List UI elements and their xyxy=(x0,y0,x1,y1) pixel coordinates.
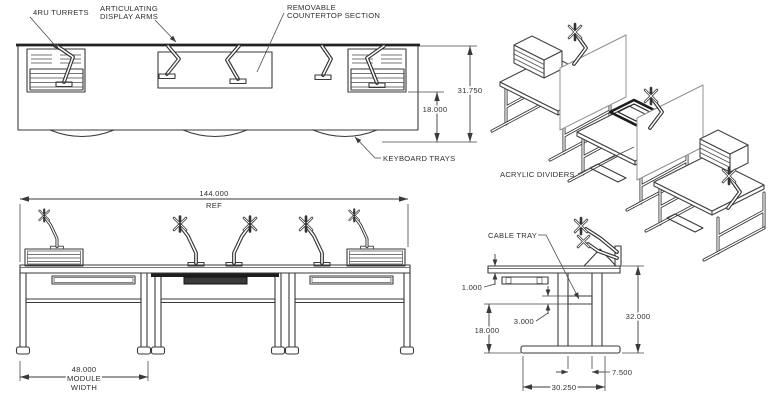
turret-front-right xyxy=(346,248,406,267)
dim-side-column: 7.500 xyxy=(612,368,632,377)
side-view: CABLE TRAY 1.000 3.000 18.000 32.000 xyxy=(462,216,652,394)
label-removable: REMOVABLE xyxy=(287,3,336,12)
dimension-overall-width: 144.000 REF xyxy=(19,187,409,262)
plan-view: 31.750 18.000 4RU TURRETS ARTICULATING D… xyxy=(16,3,484,163)
stretcher-rails xyxy=(25,298,405,304)
display-arm-plan xyxy=(55,44,75,88)
dim-front-module-width: 48.000 xyxy=(72,365,97,374)
display-arm-plan xyxy=(314,44,333,81)
cable-tray-side xyxy=(567,295,593,305)
dimension-clearance-height: 18.000 xyxy=(473,304,521,354)
dim-plan-overall-depth: 31.750 xyxy=(458,86,483,95)
removable-section-outline xyxy=(157,51,273,89)
desktop-front xyxy=(19,264,411,274)
label-countertop-section: COUNTERTOP SECTION xyxy=(287,11,380,20)
label-acrylic-dividers: ACRYLIC DIVIDERS xyxy=(500,170,575,179)
dim-front-ref: REF xyxy=(206,201,222,210)
dim-front-width-word: WIDTH xyxy=(71,383,97,392)
dim-side-tray-depth: 3.000 xyxy=(514,317,534,326)
callout-removable-countertop: REMOVABLE COUNTERTOP SECTION xyxy=(256,3,380,73)
label-4ru-turrets: 4RU TURRETS xyxy=(33,8,89,17)
dimension-surface-offset: 1.000 xyxy=(462,254,498,292)
divider-panel xyxy=(559,34,627,131)
callout-keyboard-trays: KEYBOARD TRAYS xyxy=(354,136,455,163)
front-view: 144.000 REF xyxy=(15,187,415,394)
dimension-module-width: 48.000 MODULE WIDTH xyxy=(19,361,149,394)
leg-column xyxy=(520,272,621,354)
removable-section-front xyxy=(151,273,279,277)
display-arm-plan xyxy=(158,44,181,80)
label-keyboard-trays: KEYBOARD TRAYS xyxy=(383,154,455,163)
label-articulating: ARTICULATING xyxy=(100,4,158,13)
callout-articulating-display-arms: ARTICULATING DISPLAY ARMS xyxy=(100,4,177,43)
isometric-view: ACRYLIC DIVIDERS xyxy=(492,22,764,260)
dimension-cable-tray-depth: 3.000 xyxy=(484,286,592,326)
dim-side-surface: 1.000 xyxy=(462,283,482,292)
dimension-overall-height: 32.000 xyxy=(622,265,652,354)
label-cable-tray: CABLE TRAY xyxy=(488,231,537,240)
divider-panel xyxy=(636,84,704,181)
dim-front-overall-width: 144.000 xyxy=(199,189,228,198)
callout-acrylic-dividers: ACRYLIC DIVIDERS xyxy=(500,146,635,179)
monitor-arm-assembly-side xyxy=(573,216,622,267)
countertop-outline xyxy=(16,43,420,131)
keyboard-tray-front xyxy=(51,275,394,285)
dim-side-depth: 30.250 xyxy=(552,383,577,392)
dim-front-module-word: MODULE xyxy=(67,374,101,383)
desk-legs xyxy=(15,272,415,355)
dim-plan-keyboard-depth: 18.000 xyxy=(423,105,448,114)
display-arm-front xyxy=(37,207,375,268)
label-display-arms: DISPLAY ARMS xyxy=(100,12,158,21)
workstation-desk xyxy=(646,156,764,260)
dim-side-height: 32.000 xyxy=(626,312,651,321)
dim-side-clearance: 18.000 xyxy=(475,326,500,335)
callout-cable-tray: CABLE TRAY xyxy=(488,231,580,300)
dimension-column-offset: 7.500 xyxy=(556,356,632,377)
display-arm-plan xyxy=(365,44,386,89)
dimension-plan-depths: 31.750 18.000 xyxy=(382,45,484,143)
keyboard-tray-arc xyxy=(49,129,378,137)
callout-4ru-turrets: 4RU TURRETS xyxy=(29,8,89,51)
keyboard-tray-side xyxy=(501,276,549,285)
divider-end-side xyxy=(583,248,617,267)
dimension-overall-depth: 30.250 xyxy=(522,356,606,394)
display-arm-plan xyxy=(225,44,247,85)
turret-front-left xyxy=(24,248,84,267)
desktop-side xyxy=(487,265,621,274)
keyboard-tray-iso xyxy=(666,213,704,233)
turret-right-plan xyxy=(347,48,407,93)
